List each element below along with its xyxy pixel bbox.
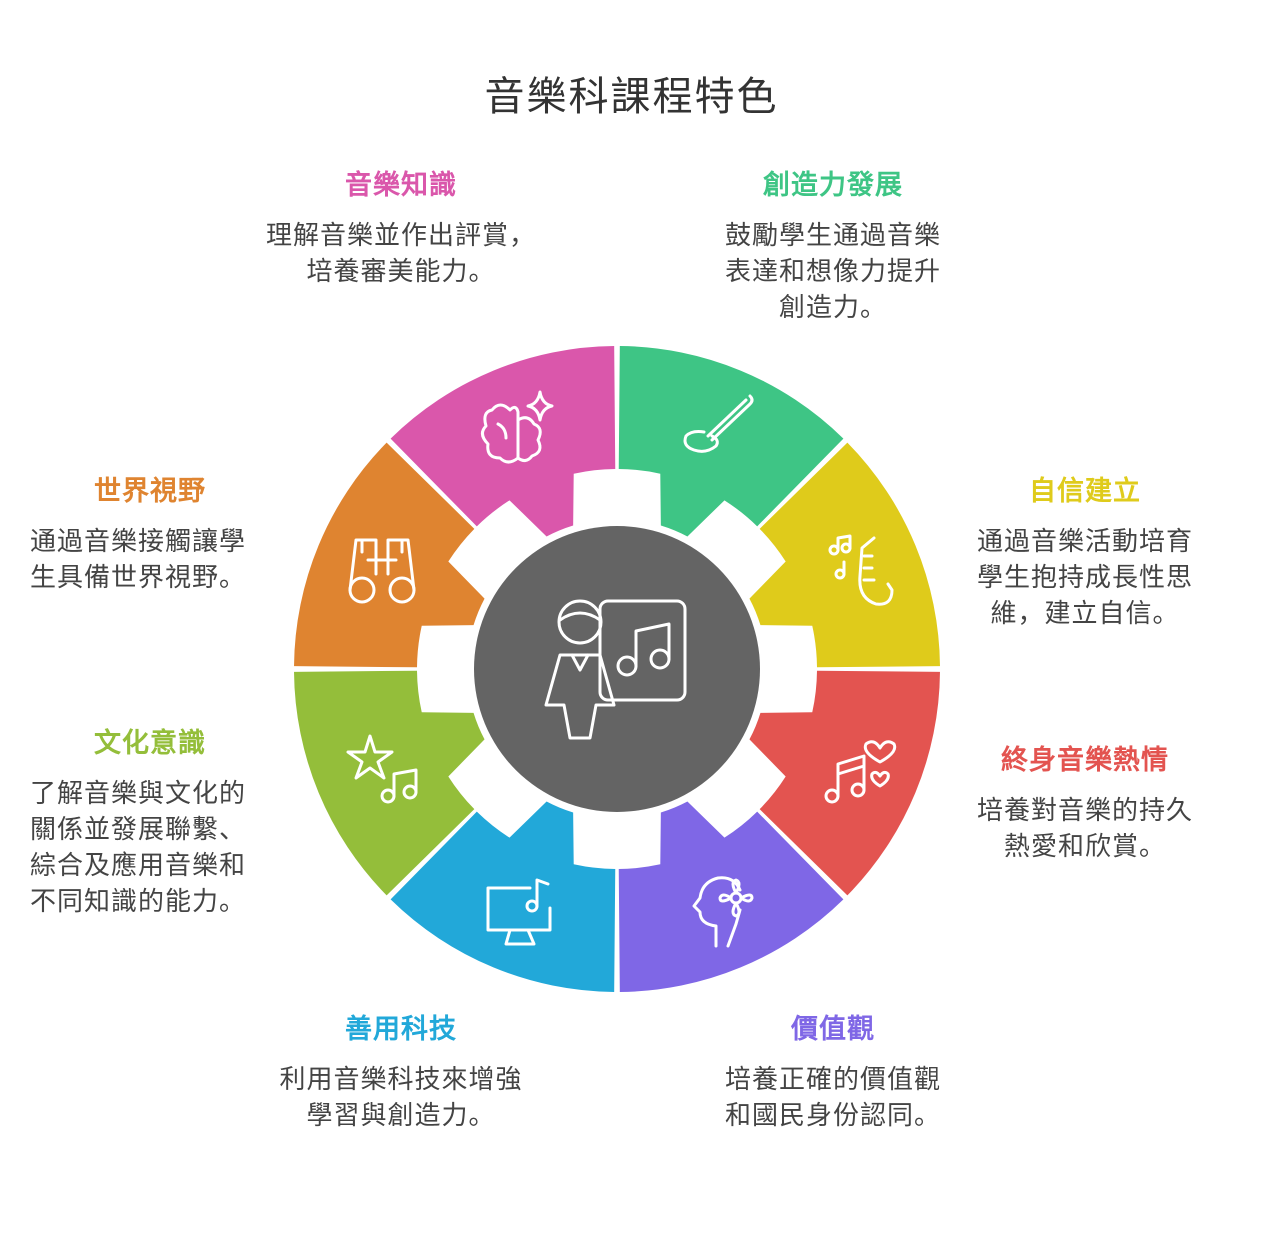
star-music-icon <box>346 734 418 804</box>
feature-creativity: 創造力發展 鼓勵學生通過音樂表達和想像力提升創造力。 <box>693 168 973 326</box>
feature-description: 利用音樂科技來增強學習與創造力。 <box>279 1065 523 1131</box>
feature-description: 理解音樂並作出評賞，培養審美能力。 <box>265 221 536 287</box>
feature-heading: 創造力發展 <box>763 170 903 201</box>
feature-description: 鼓勵學生通過音樂表達和想像力提升創造力。 <box>724 221 941 323</box>
saxophone-icon <box>828 534 894 606</box>
page-title: 音樂科課程特色 <box>484 74 779 120</box>
feature-heading: 善用科技 <box>345 1014 457 1045</box>
feature-confidence: 自信建立 通過音樂活動培育學生抱持成長性思維，建立自信。 <box>945 474 1225 632</box>
feature-heading: 終身音樂熱情 <box>1001 745 1169 776</box>
feature-culture: 文化意識 了解音樂與文化的關係並發展聯繫、綜合及應用音樂和不同知識的能力。 <box>10 726 290 920</box>
segment-culture <box>294 670 485 896</box>
segment-knowledge <box>390 346 616 537</box>
monitor-music-icon <box>486 878 552 946</box>
feature-heading: 音樂知識 <box>345 170 457 201</box>
feature-description: 培養正確的價值觀和國民身份認同。 <box>724 1065 941 1131</box>
paintbrush-icon <box>683 394 754 453</box>
feature-technology: 善用科技 利用音樂科技來增強學習與創造力。 <box>246 1012 556 1134</box>
feature-description: 培養對音樂的持久熱愛和欣賞。 <box>976 796 1193 862</box>
feature-heading: 自信建立 <box>1029 476 1141 507</box>
feature-heading: 價值觀 <box>791 1014 875 1045</box>
segment-passion <box>749 670 940 896</box>
teacher-music-board-icon <box>544 599 687 740</box>
music-hearts-icon <box>824 740 897 804</box>
segment-creativity <box>618 346 844 537</box>
feature-description: 了解音樂與文化的關係並發展聯繫、綜合及應用音樂和不同知識的能力。 <box>30 779 247 917</box>
feature-description: 通過音樂活動培育學生抱持成長性思維，建立自信。 <box>976 527 1193 629</box>
head-flower-icon <box>692 876 754 948</box>
feature-heading: 文化意識 <box>94 728 206 759</box>
segment-confidence <box>749 442 940 668</box>
feature-heading: 世界視野 <box>94 476 206 507</box>
binoculars-icon <box>348 538 416 604</box>
feature-world: 世界視野 通過音樂接觸讓學生具備世界視野。 <box>10 474 290 596</box>
brain-sparkle-icon <box>481 390 554 464</box>
feature-knowledge: 音樂知識 理解音樂並作出評賞，培養審美能力。 <box>226 168 576 290</box>
feature-description: 通過音樂接觸讓學生具備世界視野。 <box>30 527 247 593</box>
feature-values: 價值觀 培養正確的價值觀和國民身份認同。 <box>693 1012 973 1134</box>
segment-technology <box>390 801 616 992</box>
feature-passion: 終身音樂熱情 培養對音樂的持久熱愛和欣賞。 <box>945 743 1225 865</box>
